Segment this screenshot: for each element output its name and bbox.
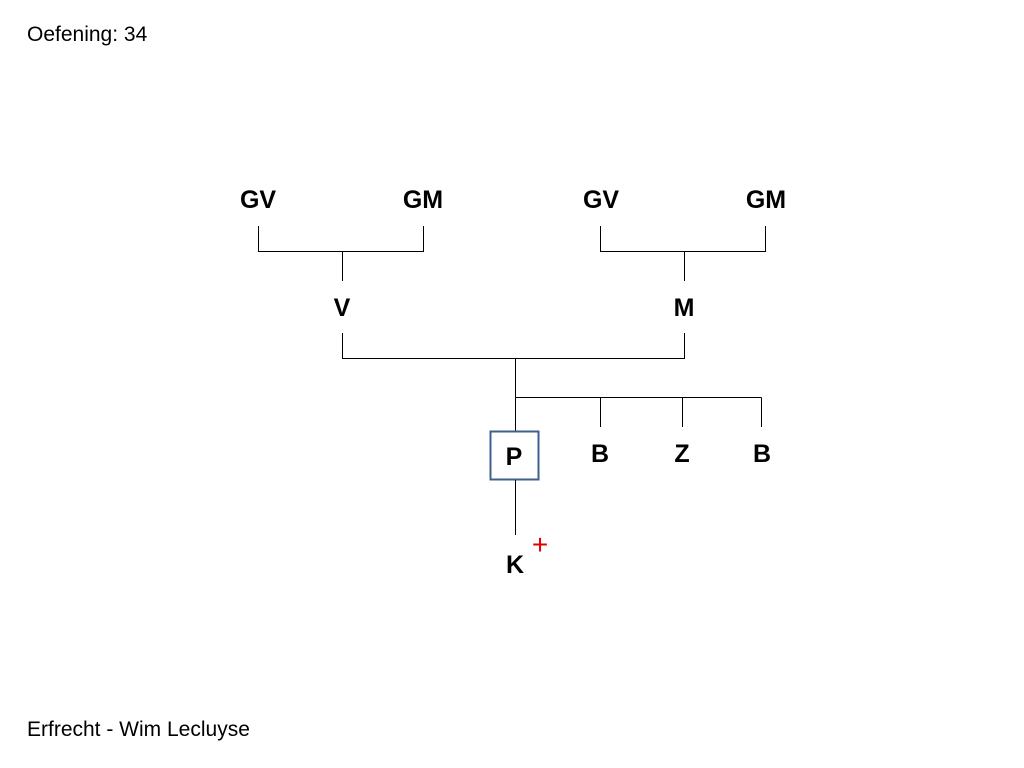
sister-label: Z [674,440,689,468]
brother-2-label: B [753,440,771,468]
deceased-marker: + [532,529,548,560]
brother-1-label: B [591,440,609,468]
slide-footer: Erfrecht - Wim Lecluyse [27,718,250,741]
paternal-grandfather-label: GV [240,186,276,214]
maternal-grandmother-label: GM [746,186,786,214]
slide-title: Oefening: 34 [27,23,148,46]
maternal-grandfather-label: GV [583,186,619,214]
child-label: K [506,551,524,579]
maternal-grandparents-connector [600,226,766,252]
subject-highlight-box [489,430,540,481]
mother-label: M [674,294,695,322]
paternal-grandparents-connector [258,226,424,252]
paternal-grandmother-label: GM [403,186,443,214]
subject-label: P [506,443,523,471]
father-label: V [334,294,351,322]
parents-connector [342,333,685,359]
